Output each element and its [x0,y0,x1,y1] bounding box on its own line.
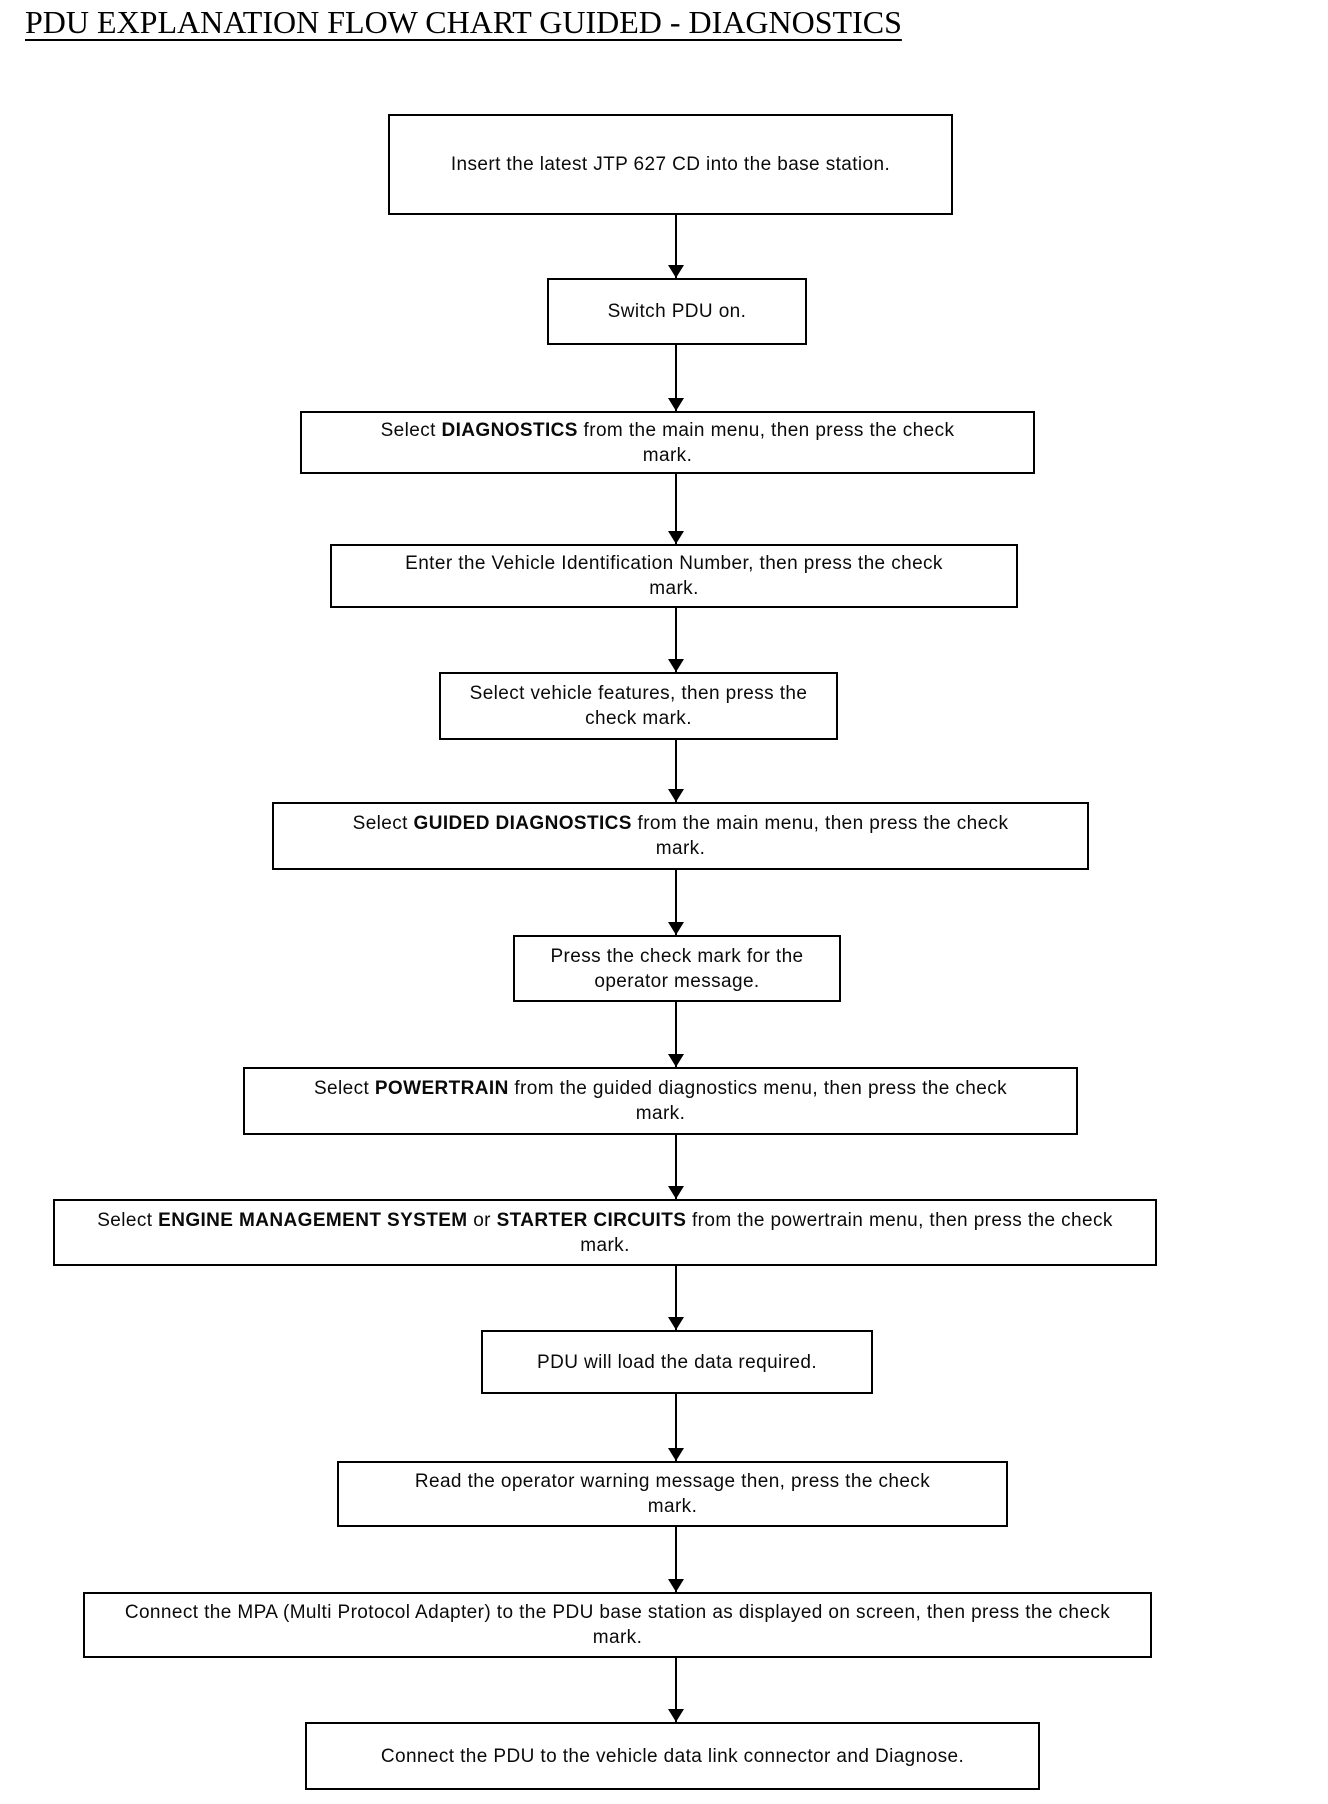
arrow-down-icon [668,789,684,802]
flow-connector-line [675,1527,677,1592]
arrow-down-icon [668,398,684,411]
arrow-down-icon [668,1579,684,1592]
flow-step-text: mark. [635,1103,686,1124]
flow-step-text-line: check mark. [585,706,692,731]
flow-connector-line [675,215,677,278]
flow-step-text: operator message. [594,970,760,992]
arrow-down-icon [668,1448,684,1461]
flow-step-text-line: mark. [580,1233,630,1258]
flow-step-select-powertrain: Select POWERTRAIN from the guided diagno… [243,1067,1078,1135]
flow-step-text: mark. [649,578,699,599]
flow-step-text: Insert the latest JTP 627 CD into the ba… [450,154,891,175]
flow-step-text: mark. [655,838,706,859]
flow-step-select-engine-management-or-starter: Select ENGINE MANAGEMENT SYSTEM or START… [53,1199,1157,1266]
flow-step-connect-pdu-diagnose: Connect the PDU to the vehicle data link… [305,1722,1040,1790]
flow-step-text-line: Insert the latest JTP 627 CD into the ba… [451,152,890,177]
flow-step-text-line: operator message. [594,969,759,994]
flow-connector-line [675,1394,677,1461]
flow-step-text: Select [313,1078,375,1099]
flow-step-text: Select vehicle features, then press the [469,683,808,704]
flow-step-text-line: PDU will load the data required. [537,1350,817,1375]
flow-step-connect-mpa: Connect the MPA (Multi Protocol Adapter)… [83,1592,1152,1658]
flow-step-text-line: mark. [593,1625,643,1650]
flow-step-text: Connect the MPA (Multi Protocol Adapter)… [124,1602,1111,1623]
flow-step-text: from the powertrain menu, then press the… [686,1209,1113,1231]
flow-step-enter-vin: Enter the Vehicle Identification Number,… [330,544,1018,608]
flow-step-text: mark. [642,444,693,466]
flow-step-text: Switch PDU on. [607,301,747,322]
flow-connector-line [675,740,677,802]
flow-step-text-line: Select GUIDED DIAGNOSTICS from the main … [353,811,1009,836]
arrow-down-icon [668,1186,684,1199]
arrow-down-icon [668,531,684,544]
flow-connector-line [675,1658,677,1722]
flow-step-text-bold: POWERTRAIN [374,1078,509,1099]
arrow-down-icon [668,1054,684,1067]
flow-connector-line [675,870,677,935]
flow-step-text-line: Select DIAGNOSTICS from the main menu, t… [381,418,955,443]
flow-step-text: from the main menu, then press the check [577,419,955,441]
arrow-down-icon [668,922,684,935]
flow-step-switch-pdu-on: Switch PDU on. [547,278,807,345]
flow-step-text-line: mark. [643,443,693,468]
flow-step-text: Read the operator warning message then, … [414,1471,931,1492]
flow-step-text-line: Connect the PDU to the vehicle data link… [381,1744,964,1769]
flow-step-text-bold: DIAGNOSTICS [441,419,578,441]
flow-step-text-line: mark. [636,1101,686,1126]
flow-step-text-line: Read the operator warning message then, … [415,1469,930,1494]
flow-step-pdu-loads-data: PDU will load the data required. [481,1330,873,1394]
arrow-down-icon [668,659,684,672]
flow-step-read-warning-message: Read the operator warning message then, … [337,1461,1008,1527]
flow-step-text: check mark. [585,708,692,729]
flow-step-text: Select [380,419,442,441]
arrow-down-icon [668,1317,684,1330]
flow-step-text-line: mark. [656,836,706,861]
flow-step-text: mark. [592,1627,643,1648]
flow-step-text: from the guided diagnostics menu, then p… [508,1078,1008,1099]
flow-connector-line [675,608,677,672]
flow-step-text-line: Press the check mark for the [550,944,803,969]
flow-connector-line [675,1266,677,1330]
flow-connector-line [675,345,677,411]
flow-step-text-bold: GUIDED DIAGNOSTICS [413,813,632,834]
flow-step-text-line: Select ENGINE MANAGEMENT SYSTEM or START… [97,1208,1113,1233]
flow-step-select-vehicle-features: Select vehicle features, then press the c… [439,672,838,740]
flow-step-text: Select [97,1209,159,1231]
flow-step-text: or [467,1209,497,1231]
flow-step-text: PDU will load the data required. [537,1351,817,1373]
flow-step-text: mark. [647,1496,698,1517]
flow-step-text-bold: ENGINE MANAGEMENT SYSTEM [158,1209,468,1231]
flow-connector-line [675,474,677,544]
flow-step-text-line: Select vehicle features, then press the [470,681,808,706]
flow-step-text: Connect the PDU to the vehicle data link… [380,1745,965,1767]
page-title: PDU EXPLANATION FLOW CHART GUIDED - DIAG… [25,4,902,40]
flow-step-text-line: Switch PDU on. [608,299,747,324]
flow-step-text-line: mark. [649,576,699,601]
flow-step-text: Select [352,813,414,834]
flow-step-text-bold: STARTER CIRCUITS [496,1209,687,1231]
arrow-down-icon [668,265,684,278]
flow-step-text: Press the check mark for the [550,945,804,967]
flow-step-select-guided-diagnostics: Select GUIDED DIAGNOSTICS from the main … [272,802,1089,870]
flow-step-select-diagnostics: Select DIAGNOSTICS from the main menu, t… [300,411,1035,474]
flow-step-press-check-operator-message: Press the check mark for the operator mes… [513,935,841,1002]
flow-step-text-line: Select POWERTRAIN from the guided diagno… [314,1076,1007,1101]
arrow-down-icon [668,1709,684,1722]
flow-step-text-line: mark. [648,1494,698,1519]
flow-step-text: from the main menu, then press the check [631,813,1009,834]
flow-connector-line [675,1135,677,1199]
flow-step-text: mark. [580,1234,630,1256]
flow-step-text-line: Connect the MPA (Multi Protocol Adapter)… [125,1600,1110,1625]
flow-connector-line [675,1002,677,1067]
flow-step-text: Enter the Vehicle Identification Number,… [405,553,943,574]
flow-step-text-line: Enter the Vehicle Identification Number,… [405,551,943,576]
flow-step-insert-cd: Insert the latest JTP 627 CD into the ba… [388,114,953,215]
